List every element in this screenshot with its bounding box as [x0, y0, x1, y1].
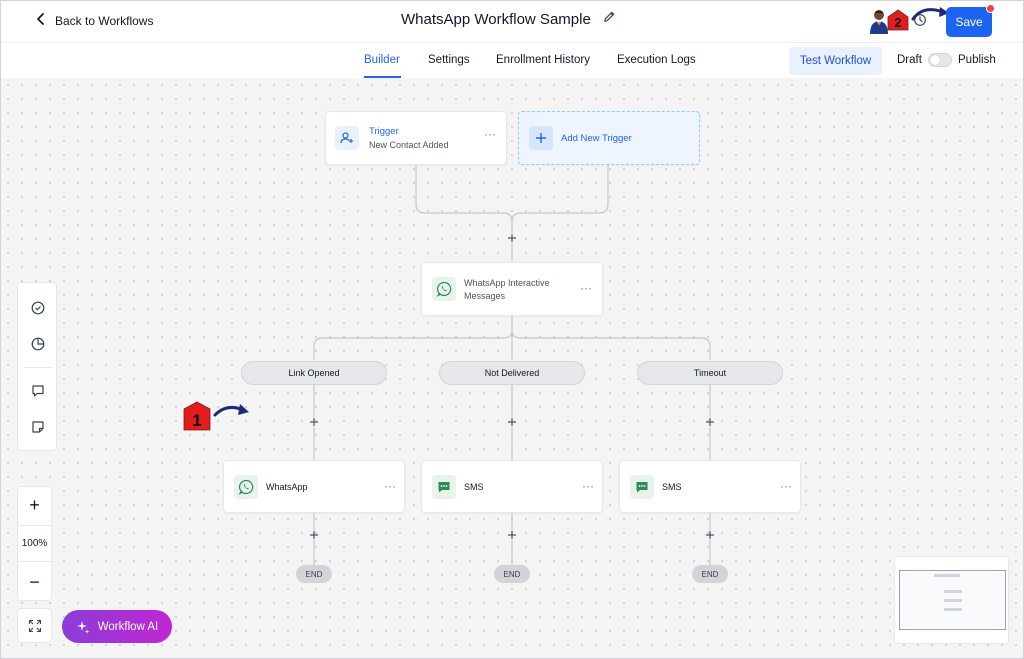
sparkle-icon [76, 620, 90, 634]
canvas-tool-panel [17, 282, 57, 451]
minimap-node [944, 599, 962, 602]
comment-icon[interactable] [29, 382, 47, 400]
step-label: SMS [662, 482, 682, 492]
action-title-line2: Messages [464, 291, 506, 301]
action-title-line1: WhatsApp Interactive [464, 278, 550, 288]
annotation-badge-1: 1 [183, 401, 249, 431]
zoom-out-button[interactable]: − [29, 571, 40, 592]
workflow-ai-label: Workflow AI [97, 620, 159, 633]
whatsapp-icon [432, 277, 456, 301]
svg-text:2: 2 [894, 15, 901, 30]
pencil-icon[interactable] [603, 10, 616, 28]
add-step-plus-icon[interactable] [507, 417, 517, 427]
active-tab-indicator [364, 76, 401, 78]
user-plus-icon [335, 126, 359, 150]
test-workflow-button[interactable]: Test Workflow [789, 47, 882, 75]
back-to-workflows-link[interactable]: Back to Workflows [35, 12, 153, 29]
draft-label: Draft [897, 54, 922, 66]
branch-timeout[interactable]: Timeout [637, 361, 783, 385]
workflow-canvas[interactable]: Trigger New Contact Added ··· Add New Tr… [1, 78, 1023, 658]
end-marker: END [494, 565, 530, 583]
add-step-plus-icon[interactable] [309, 530, 319, 540]
action-menu-icon[interactable]: ··· [580, 281, 592, 295]
pie-chart-icon[interactable] [29, 335, 47, 353]
step-menu-icon[interactable]: ··· [780, 479, 792, 493]
minimap-node [944, 590, 962, 593]
annotation-badge-2: 2 [887, 9, 909, 31]
svg-text:1: 1 [192, 411, 201, 430]
tab-bar: Builder Settings Enrollment History Exec… [1, 42, 1023, 78]
trigger-menu-icon[interactable]: ··· [484, 127, 496, 141]
add-new-trigger-button[interactable]: Add New Trigger [518, 111, 700, 165]
avatar [870, 10, 888, 34]
publish-toggle[interactable] [928, 53, 952, 67]
add-step-plus-icon[interactable] [507, 530, 517, 540]
workflow-title: WhatsApp Workflow Sample [401, 10, 591, 28]
history-icon[interactable] [913, 13, 927, 27]
tab-enrollment-history[interactable]: Enrollment History [496, 54, 590, 66]
zoom-in-button[interactable]: + [29, 494, 40, 515]
toggle-knob [930, 55, 940, 65]
minimap-viewport [899, 570, 1006, 630]
back-label: Back to Workflows [55, 13, 154, 28]
trigger-title: Trigger [369, 126, 399, 137]
zoom-controls: + 100% − [17, 486, 52, 601]
chevron-left-icon [35, 12, 47, 29]
add-step-plus-icon[interactable] [507, 233, 517, 243]
zoom-level: 100% [18, 525, 51, 562]
minimap-node [934, 574, 960, 577]
sms-step-node[interactable]: SMS ··· [421, 460, 603, 513]
notification-dot [986, 4, 995, 13]
fit-view-button[interactable] [17, 608, 52, 643]
step-menu-icon[interactable]: ··· [384, 479, 396, 493]
publish-label: Publish [958, 54, 996, 66]
add-step-plus-icon[interactable] [705, 530, 715, 540]
save-button[interactable]: Save [946, 7, 992, 37]
sms-step-node[interactable]: SMS ··· [619, 460, 801, 513]
tab-builder[interactable]: Builder [364, 54, 400, 66]
trigger-subtitle: New Contact Added [369, 140, 449, 150]
sms-icon [630, 475, 654, 499]
add-step-plus-icon[interactable] [705, 417, 715, 427]
whatsapp-icon [234, 475, 258, 499]
branch-not-delivered[interactable]: Not Delivered [439, 361, 585, 385]
sticky-note-icon[interactable] [29, 418, 47, 436]
minimap[interactable] [894, 556, 1009, 644]
add-step-plus-icon[interactable] [309, 417, 319, 427]
top-bar: Back to Workflows WhatsApp Workflow Samp… [1, 1, 1023, 42]
annotation-arrow-icon [911, 7, 949, 21]
check-circle-icon[interactable] [29, 299, 47, 317]
divider [24, 367, 52, 368]
end-marker: END [692, 565, 728, 583]
add-trigger-label: Add New Trigger [561, 133, 632, 144]
step-label: SMS [464, 482, 484, 492]
minimap-node [944, 608, 962, 611]
step-menu-icon[interactable]: ··· [582, 479, 594, 493]
tab-settings[interactable]: Settings [428, 54, 470, 66]
connector-lines [313, 165, 711, 565]
sms-icon [432, 475, 456, 499]
trigger-node[interactable]: Trigger New Contact Added ··· [325, 111, 507, 165]
expand-icon [28, 619, 41, 632]
whatsapp-interactive-node[interactable]: WhatsApp Interactive Messages ··· [421, 262, 603, 316]
whatsapp-step-node[interactable]: WhatsApp ··· [223, 460, 405, 513]
branch-link-opened[interactable]: Link Opened [241, 361, 387, 385]
end-marker: END [296, 565, 332, 583]
plus-icon [529, 126, 553, 150]
workflow-ai-button[interactable]: Workflow AI [62, 610, 172, 643]
step-label: WhatsApp [266, 482, 308, 492]
tab-execution-logs[interactable]: Execution Logs [617, 54, 696, 66]
